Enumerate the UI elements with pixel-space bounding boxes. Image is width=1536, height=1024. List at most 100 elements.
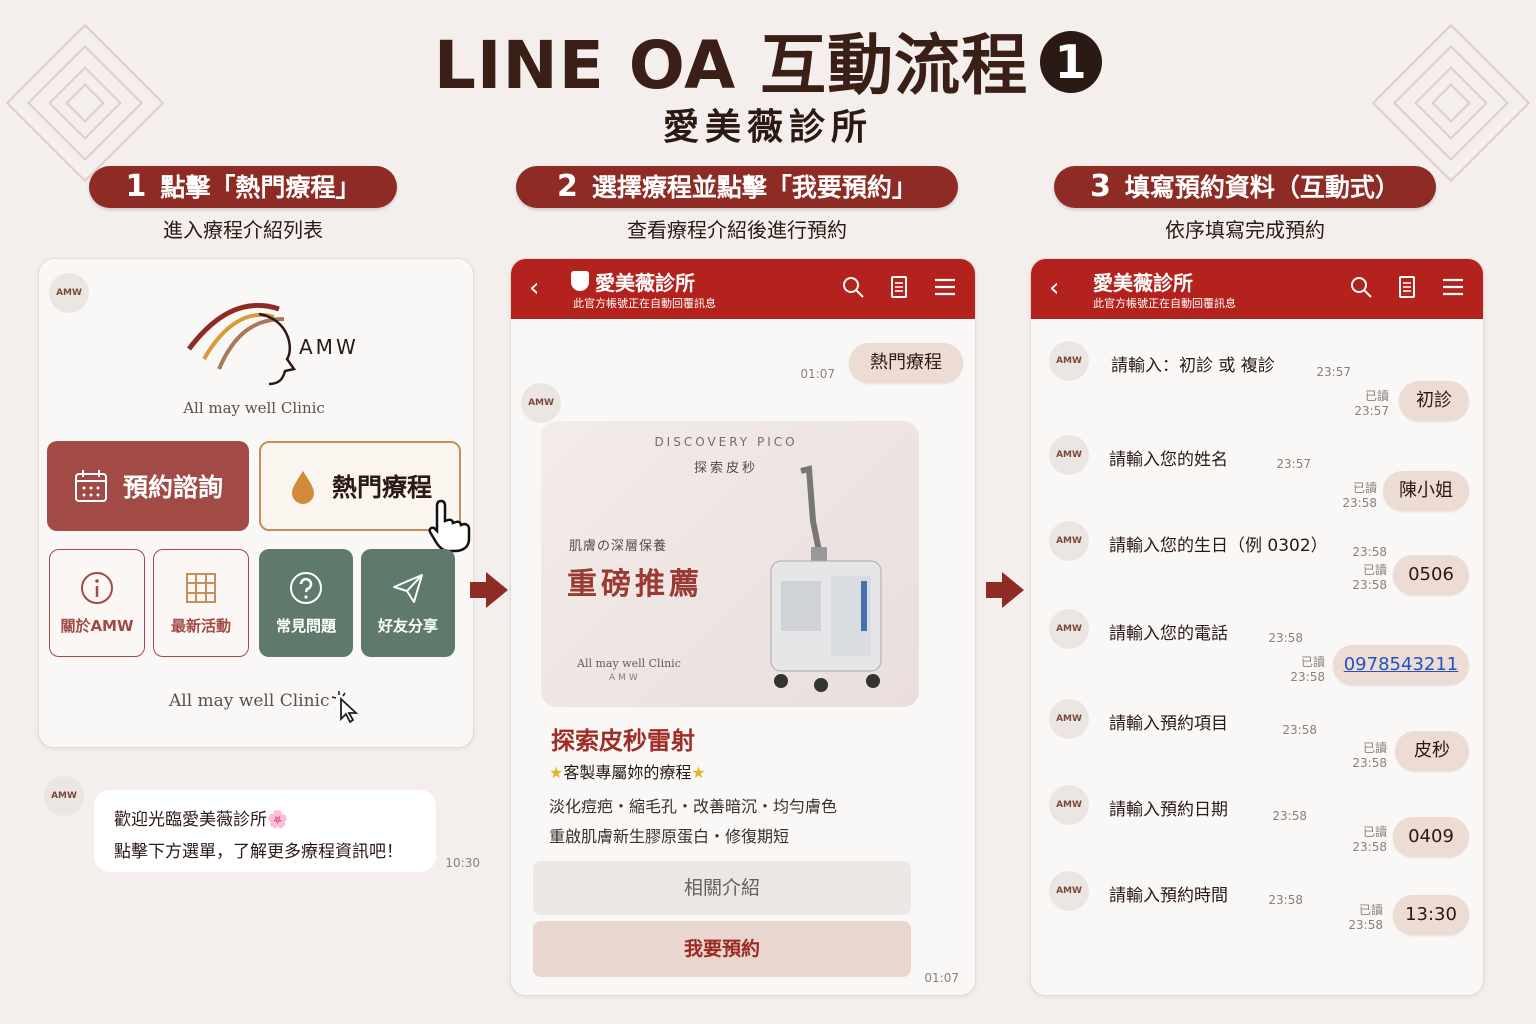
question-timestamp: 23:58 <box>1282 723 1317 737</box>
user-answer: 陳小姐 <box>1383 471 1469 511</box>
step-1-subtitle: 進入療程介紹列表 <box>163 218 323 242</box>
avatar: AMW <box>1049 521 1089 561</box>
chat-title: 愛美薇診所 <box>595 271 695 295</box>
hand-cursor-icon <box>428 499 471 553</box>
book-now-button[interactable]: 我要預約 <box>533 921 911 977</box>
welcome-line-1: 歡迎光臨愛美薇診所🌸 <box>114 810 289 830</box>
card-timestamp: 01:07 <box>924 971 959 985</box>
lattice-ornament <box>1371 23 1531 183</box>
avatar: AMW <box>1049 699 1089 739</box>
menu-icon[interactable] <box>1441 275 1465 299</box>
footer-caption: All may well Clinic <box>169 691 330 711</box>
question-timestamp: 23:57 <box>1276 457 1311 471</box>
card-tagline: 肌膚の深層保養 <box>569 539 668 554</box>
auto-reply-note: 此官方帳號正在自動回覆訊息 <box>573 297 716 310</box>
news-label: 最新活動 <box>170 616 231 635</box>
back-chevron-icon[interactable]: ‹ <box>529 273 540 303</box>
bot-question: 請輸入您的姓名 <box>1109 450 1228 470</box>
treatment-desc-2: 重啟肌膚新生膠原蛋白・修復期短 <box>549 827 790 846</box>
auto-reply-note: 此官方帳號正在自動回覆訊息 <box>1093 297 1236 310</box>
welcome-timestamp: 10:30 <box>445 856 480 870</box>
user-answer-phone-link[interactable]: 0978543211 <box>1333 645 1469 685</box>
question-timestamp: 23:58 <box>1268 893 1303 907</box>
avatar: AMW <box>1049 609 1089 649</box>
amw-logo-icon <box>187 302 297 386</box>
treatment-chat-panel: ‹ 愛美薇診所 此官方帳號正在自動回覆訊息 01:07 熱門療程 AMW DIS… <box>510 258 976 996</box>
sent-message: 熱門療程 <box>849 343 963 383</box>
avatar: AMW <box>1049 435 1089 475</box>
question-icon <box>290 571 322 604</box>
calendar-icon <box>74 470 107 502</box>
title-number-badge: 1 <box>1040 31 1103 93</box>
share-label: 好友分享 <box>377 616 438 635</box>
notes-icon[interactable] <box>1395 275 1419 299</box>
chat-title: 愛美薇診所 <box>1093 271 1193 295</box>
question-timestamp: 23:58 <box>1268 631 1303 645</box>
card-headline: 重磅推薦 <box>567 567 703 602</box>
question-timestamp: 23:58 <box>1352 545 1387 559</box>
booking-form-chat-panel: ‹ 愛美薇診所 此官方帳號正在自動回覆訊息 AMW 請輸入：初診 或 複診 23… <box>1030 258 1484 996</box>
star-icon: ★ <box>691 763 706 782</box>
notes-icon[interactable] <box>887 275 911 299</box>
menu-icon[interactable] <box>933 275 957 299</box>
search-icon[interactable] <box>1349 275 1373 299</box>
bot-question: 請輸入預約時間 <box>1109 886 1228 906</box>
info-icon <box>81 571 113 604</box>
bot-question: 請輸入您的生日（例 0302） <box>1109 536 1328 556</box>
sent-timestamp: 01:07 <box>800 367 835 381</box>
hot-treatment-button[interactable]: 熱門療程 <box>259 441 461 531</box>
share-button[interactable]: 好友分享 <box>361 549 455 657</box>
search-icon[interactable] <box>841 275 865 299</box>
avatar: AMW <box>44 776 84 816</box>
bot-question: 請輸入您的電話 <box>1109 624 1228 644</box>
user-answer: 初診 <box>1399 381 1469 421</box>
bot-question: 請輸入預約日期 <box>1109 800 1228 820</box>
treatment-image-card[interactable]: DISCOVERY PICO 探索皮秒 肌膚の深層保養 重磅推薦 All may… <box>541 421 919 707</box>
user-answer: 0506 <box>1393 555 1469 595</box>
card-eyebrow-cn: 探索皮秒 <box>693 461 758 476</box>
clinic-name: 愛美薇診所 <box>662 107 873 148</box>
droplet-icon <box>291 471 314 504</box>
card-brand: All may well Clinic <box>577 657 681 670</box>
hot-treatment-label: 熱門療程 <box>331 473 432 502</box>
paper-plane-icon <box>393 573 423 603</box>
question-timestamp: 23:57 <box>1316 365 1351 379</box>
user-answer: 0409 <box>1393 817 1469 857</box>
card-eyebrow: DISCOVERY PICO <box>654 435 798 449</box>
info-button[interactable]: 相關介紹 <box>533 861 911 915</box>
user-answer: 13:30 <box>1393 895 1469 935</box>
faq-button[interactable]: 常見問題 <box>259 549 353 657</box>
avatar: AMW <box>1049 785 1089 825</box>
step-3-subtitle: 依序填寫完成預約 <box>1165 218 1325 242</box>
shield-icon <box>571 271 589 291</box>
avatar: AMW <box>521 383 561 423</box>
pointer-cursor-icon <box>331 691 359 723</box>
booking-button-label: 預約諮詢 <box>122 473 223 502</box>
about-button[interactable]: 關於AMW <box>49 549 145 657</box>
news-button[interactable]: 最新活動 <box>153 549 249 657</box>
about-label: 關於AMW <box>60 616 134 635</box>
back-chevron-icon[interactable]: ‹ <box>1049 273 1060 303</box>
welcome-line-2: 點擊下方選單，了解更多療程資訊吧！ <box>114 842 403 862</box>
user-answer: 皮秒 <box>1395 731 1469 771</box>
bot-question: 請輸入：初診 或 複診 <box>1111 356 1275 376</box>
treatment-subtitle: ★客製專屬妳的療程★ <box>549 763 706 782</box>
booking-button[interactable]: 預約諮詢 <box>47 441 249 531</box>
treatment-desc-1: 淡化痘疤・縮毛孔・改善暗沉・均勻膚色 <box>549 797 838 816</box>
star-icon: ★ <box>549 763 564 782</box>
avatar: AMW <box>1049 871 1089 911</box>
laser-machine-icon <box>770 465 882 692</box>
step-2-subtitle: 查看療程介紹後進行預約 <box>627 218 847 242</box>
rich-menu-panel: AMW AMW All may well Clinic 預約諮詢 熱門療程 關於… <box>38 258 474 748</box>
lattice-ornament <box>5 23 165 183</box>
